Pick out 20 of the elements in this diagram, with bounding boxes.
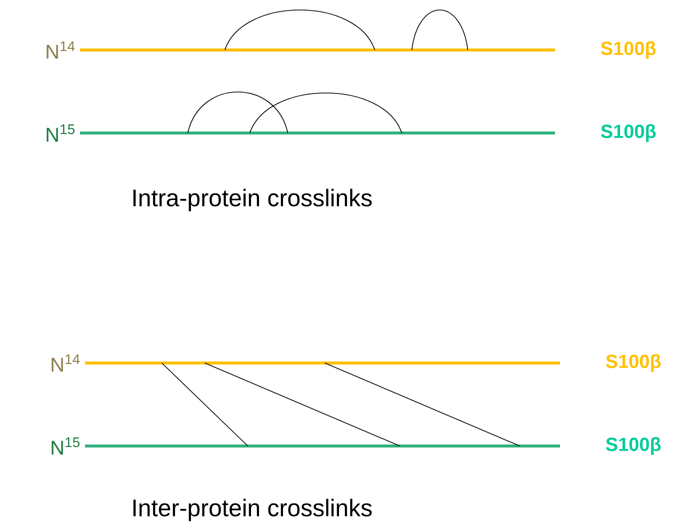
protein-label: S100β xyxy=(600,41,656,59)
crosslink-line xyxy=(161,362,248,446)
isotope-label: N$^{14}$ xyxy=(52,354,80,372)
crosslink-line xyxy=(411,10,468,50)
protein-line xyxy=(85,444,560,448)
protein-label: S100β xyxy=(600,124,656,142)
section-caption: Inter-protein crosslinks xyxy=(133,498,372,522)
isotope-label: N$^{15}$ xyxy=(52,437,80,455)
crosslink-line xyxy=(324,362,520,446)
section-caption: Intra-protein crosslinks xyxy=(133,188,372,212)
crosslink-line xyxy=(224,10,376,50)
protein-label: S100β xyxy=(606,437,661,455)
protein-label: S100β xyxy=(606,354,661,372)
crosslink-line xyxy=(187,92,288,134)
protein-line xyxy=(80,48,555,52)
protein-line xyxy=(80,132,555,134)
isotope-label: N$^{15}$ xyxy=(46,124,75,142)
crosslink-line xyxy=(249,92,402,134)
isotope-label: N$^{14}$ xyxy=(46,41,75,59)
crosslink-line xyxy=(204,362,400,446)
